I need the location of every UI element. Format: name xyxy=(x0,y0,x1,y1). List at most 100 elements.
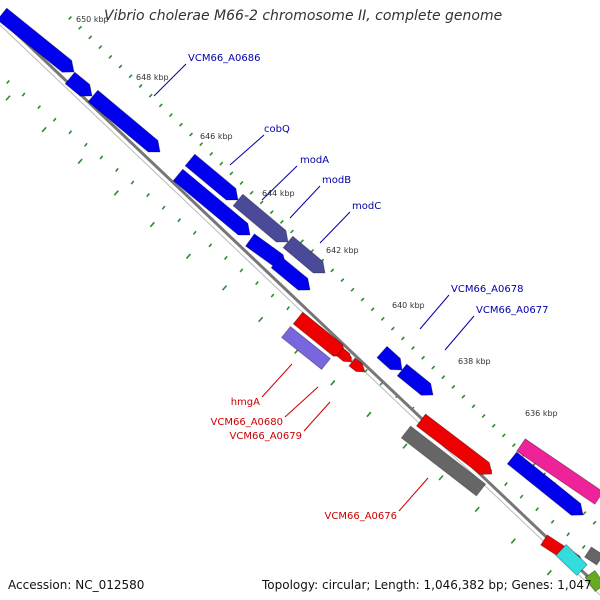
tick-dot-outer xyxy=(289,229,294,234)
tick-dot-inner xyxy=(99,155,104,160)
tick-dot-inner-major xyxy=(77,158,83,165)
tick-dot-inner-major xyxy=(438,474,444,481)
tick-dot-inner xyxy=(146,193,150,198)
tick-dot-inner xyxy=(255,280,259,286)
tick-dot-outer xyxy=(451,384,456,389)
tick-dot-inner-major xyxy=(258,316,264,323)
gene-label[interactable]: VCM66_A0676 xyxy=(325,511,397,522)
tick-dot-outer xyxy=(249,190,254,195)
tick-dot-inner xyxy=(270,293,275,298)
backbone-shadow xyxy=(0,24,600,596)
tick-dot-inner xyxy=(504,481,508,487)
tick-label: 648 kbp xyxy=(136,73,169,82)
tick-dot-outer xyxy=(471,404,476,409)
gene-label-leader xyxy=(319,211,351,244)
gene-label[interactable]: cobQ xyxy=(264,124,290,135)
tick-dot-outer xyxy=(350,287,355,292)
tick-dot-inner-major xyxy=(546,569,552,576)
tick-dot-inner-major xyxy=(402,443,408,449)
gene-label[interactable]: VCM66_A0678 xyxy=(451,284,523,295)
tick-dot-outer xyxy=(209,151,214,156)
gene-reverse-lavender[interactable] xyxy=(281,325,331,371)
gene-forward-magenta[interactable] xyxy=(516,438,600,505)
tick-dot-outer xyxy=(239,181,244,186)
tick-dot-outer xyxy=(179,122,183,127)
tick-dot-outer xyxy=(68,16,72,20)
gene-forward[interactable] xyxy=(64,71,93,97)
tick-dot-outer xyxy=(370,307,375,312)
tick-dot-inner xyxy=(161,205,166,210)
gene-label-leader xyxy=(289,185,321,219)
tick-dot-inner-major xyxy=(185,253,192,260)
gene-forward[interactable] xyxy=(184,153,239,201)
gene-label-leader xyxy=(444,315,475,351)
tick-dot-outer xyxy=(108,54,113,59)
gene-reverse[interactable] xyxy=(348,357,366,373)
gene-label[interactable]: VCM66_A0680 xyxy=(211,417,283,428)
tick-label: 644 kbp xyxy=(262,189,295,198)
tick-dot-inner xyxy=(21,92,26,97)
tick-dot-outer xyxy=(491,423,496,428)
tick-dot-inner xyxy=(37,105,42,110)
gene-reverse-cyan[interactable] xyxy=(555,544,588,576)
tick-dot-outer xyxy=(148,93,153,98)
gene-reverse[interactable] xyxy=(415,413,493,475)
gene-forward[interactable] xyxy=(0,7,75,73)
chromosome-backbone xyxy=(0,16,600,596)
tick-dot-outer xyxy=(380,316,385,321)
tick-dot-inner xyxy=(286,306,290,311)
tick-dot-inner-major xyxy=(510,538,516,544)
gene-label[interactable]: modB xyxy=(322,175,351,186)
tick-dot-outer xyxy=(128,74,133,79)
gene-label[interactable]: modA xyxy=(300,155,329,166)
gene-forward[interactable] xyxy=(396,363,434,396)
tick-dot-inner xyxy=(68,130,73,135)
tick-dot-inner-major xyxy=(330,380,336,386)
gene-reverse-gray[interactable] xyxy=(584,546,600,566)
gene-reverse-green[interactable] xyxy=(584,569,600,593)
tick-dot-outer xyxy=(279,219,284,224)
gene-forward[interactable] xyxy=(270,255,311,291)
gene-label[interactable]: VCM66_A0686 xyxy=(188,53,260,64)
gene-label-leader xyxy=(303,401,331,432)
gene-forward[interactable] xyxy=(506,451,584,516)
tick-label: 636 kbp xyxy=(525,409,558,418)
gene-forward[interactable] xyxy=(172,168,251,236)
tick-dot-inner-major xyxy=(41,126,47,133)
tick-dot-outer xyxy=(219,161,224,166)
tick-dot-inner xyxy=(192,230,197,235)
tick-dot-outer xyxy=(78,25,83,30)
gene-label[interactable]: modC xyxy=(352,201,381,212)
tick-dot-outer xyxy=(229,171,234,176)
gene-forward-slate[interactable] xyxy=(282,235,326,274)
gene-forward[interactable] xyxy=(376,345,403,371)
tick-dot-inner xyxy=(239,268,244,273)
tick-dot-inner-major xyxy=(149,221,155,228)
tick-label: 650 kbp xyxy=(76,15,109,24)
tick-dot-outer xyxy=(158,103,163,108)
tick-dot-inner xyxy=(566,532,571,537)
gene-label-leader xyxy=(153,63,187,97)
gene-label-leader xyxy=(261,165,298,201)
tick-dot-outer xyxy=(511,443,516,448)
gene-forward-slate[interactable] xyxy=(232,193,289,243)
gene-reverse-gray[interactable] xyxy=(400,425,487,497)
gene-forward[interactable] xyxy=(87,89,161,153)
gene-label[interactable]: VCM66_A0677 xyxy=(476,305,548,316)
backbone-line xyxy=(0,16,600,590)
tick-dot-outer xyxy=(300,239,304,244)
gene-label[interactable]: VCM66_A0679 xyxy=(230,431,302,442)
tick-dot-outer xyxy=(582,511,587,516)
tick-dot-inner-major xyxy=(474,506,480,513)
tick-dot-inner-major xyxy=(5,95,11,101)
tick-dot-outer xyxy=(431,365,436,370)
gene-label-leader xyxy=(261,363,293,398)
gene-features xyxy=(0,7,600,593)
tick-dot-inner-major xyxy=(113,190,119,196)
tick-dot-outer xyxy=(269,210,274,215)
gene-label[interactable]: hmgA xyxy=(231,397,260,408)
tick-dot-outer xyxy=(138,83,143,88)
gene-reverse[interactable] xyxy=(336,347,353,363)
tick-dot-inner xyxy=(208,243,213,248)
tick-dot-outer xyxy=(259,200,264,205)
